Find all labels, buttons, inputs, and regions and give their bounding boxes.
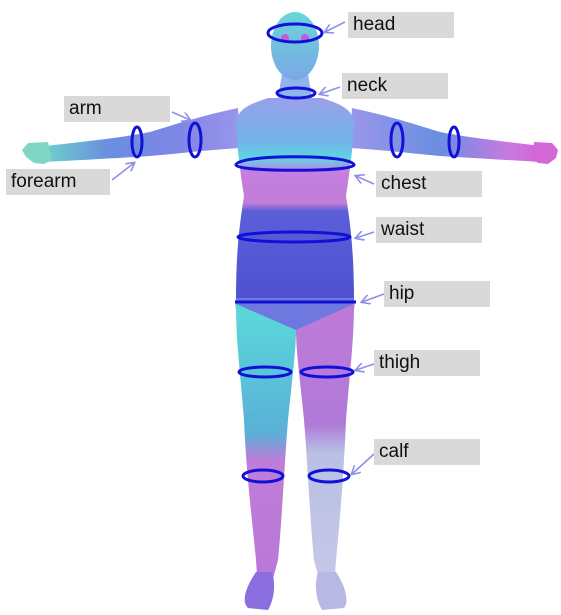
calf-label: calf: [379, 439, 409, 465]
right-leg: [296, 304, 354, 590]
left-foot: [245, 572, 274, 610]
forearm-arrow: [112, 163, 134, 180]
neck-arrow: [320, 87, 340, 94]
calf-arrow: [352, 454, 374, 474]
right-hand: [532, 142, 558, 164]
waist-arrow: [356, 232, 374, 238]
left-leg: [236, 304, 296, 590]
waist-label: waist: [381, 217, 424, 243]
thigh-label: thigh: [379, 350, 420, 376]
neck-label: neck: [347, 73, 387, 99]
forearm-label: forearm: [11, 169, 76, 195]
left-hand: [22, 142, 52, 164]
hip-arrow: [362, 294, 384, 302]
thigh-arrow: [356, 364, 374, 370]
head-shape: [271, 12, 319, 80]
arm-label: arm: [69, 96, 102, 122]
chest-arrow: [356, 176, 374, 184]
hip-label: hip: [389, 281, 414, 307]
torso: [236, 98, 354, 300]
arm-arrow: [172, 112, 190, 120]
right-foot: [316, 572, 347, 610]
head-label: head: [353, 12, 395, 38]
chest-label: chest: [381, 171, 426, 197]
head-arrow: [325, 22, 345, 32]
